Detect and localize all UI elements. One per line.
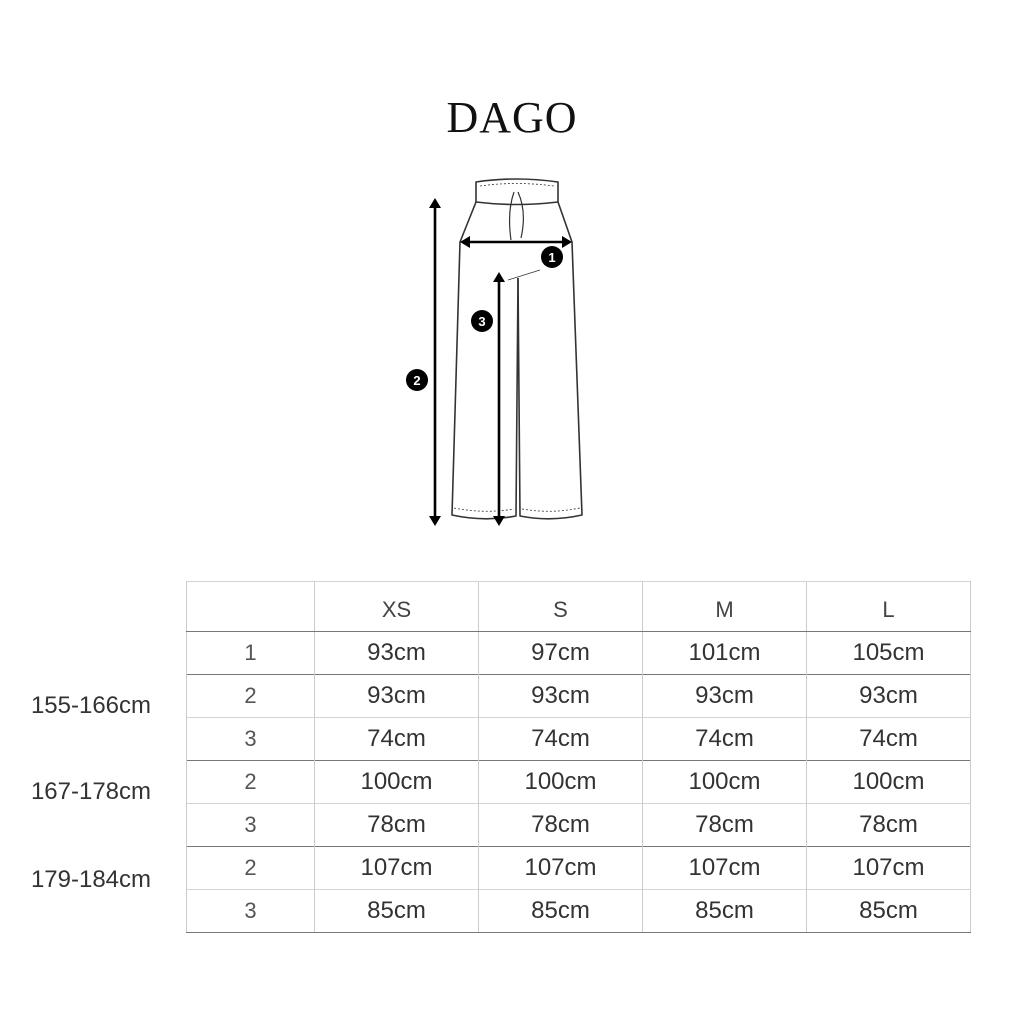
- pants-outline-icon: [451, 178, 583, 520]
- table-cell: 74cm: [314, 717, 479, 761]
- measure-number: 2: [186, 846, 315, 890]
- table-cell: 74cm: [478, 717, 643, 761]
- measure-number: 2: [186, 760, 315, 804]
- measure-number: 3: [186, 717, 315, 761]
- height-range-label: 167-178cm: [30, 778, 152, 805]
- marker-1: 1: [541, 246, 563, 268]
- measure-number: 1: [186, 631, 315, 675]
- svg-text:3: 3: [478, 314, 485, 329]
- size-chart: XS S M L 1 93cm 97cm 101cm 105cm 2 93cm …: [186, 581, 971, 933]
- marker-2: 2: [406, 369, 428, 391]
- table-row: 2 93cm 93cm 93cm 93cm: [186, 674, 971, 718]
- table-cell: 93cm: [642, 674, 807, 718]
- table-cell: 100cm: [314, 760, 479, 804]
- table-cell: 85cm: [642, 889, 807, 933]
- table-row: 2 107cm 107cm 107cm 107cm: [186, 846, 971, 890]
- measure-arrows: [429, 198, 572, 526]
- size-m: M: [642, 581, 807, 632]
- table-cell: 101cm: [642, 631, 807, 675]
- table-cell: 78cm: [478, 803, 643, 847]
- table-cell: 107cm: [478, 846, 643, 890]
- table-cell: 78cm: [806, 803, 971, 847]
- table-cell: 107cm: [314, 846, 479, 890]
- table-cell: 107cm: [806, 846, 971, 890]
- measure-number: 3: [186, 803, 315, 847]
- table-cell: 78cm: [314, 803, 479, 847]
- table-cell: 93cm: [314, 631, 479, 675]
- table-cell: 105cm: [806, 631, 971, 675]
- table-cell: 85cm: [806, 889, 971, 933]
- marker-3: 3: [471, 310, 493, 332]
- table-row: 3 78cm 78cm 78cm 78cm: [186, 803, 971, 847]
- pants-diagram: 1 2 3: [406, 178, 583, 526]
- table-cell: 100cm: [478, 760, 643, 804]
- table-cell: 93cm: [478, 674, 643, 718]
- table-cell: 93cm: [314, 674, 479, 718]
- height-range-label: 155-166cm: [30, 692, 152, 719]
- table-cell: 93cm: [806, 674, 971, 718]
- table-row: 2 100cm 100cm 100cm 100cm: [186, 760, 971, 804]
- table-cell: 97cm: [478, 631, 643, 675]
- table-cell: 78cm: [642, 803, 807, 847]
- table-row: 3 74cm 74cm 74cm 74cm: [186, 717, 971, 761]
- svg-text:2: 2: [413, 373, 420, 388]
- size-xs: XS: [314, 581, 479, 632]
- header-empty-cell: [186, 581, 315, 632]
- table-cell: 85cm: [314, 889, 479, 933]
- measure-number: 3: [186, 889, 315, 933]
- svg-text:1: 1: [548, 250, 555, 265]
- table-row: 3 85cm 85cm 85cm 85cm: [186, 889, 971, 933]
- table-cell: 100cm: [806, 760, 971, 804]
- size-s: S: [478, 581, 643, 632]
- page-title: DAGO: [446, 93, 578, 142]
- table-cell: 100cm: [642, 760, 807, 804]
- size-table: XS S M L 1 93cm 97cm 101cm 105cm 2 93cm …: [186, 581, 971, 933]
- table-cell: 85cm: [478, 889, 643, 933]
- table-cell: 107cm: [642, 846, 807, 890]
- size-l: L: [806, 581, 971, 632]
- table-row: 1 93cm 97cm 101cm 105cm: [186, 631, 971, 675]
- table-cell: 74cm: [806, 717, 971, 761]
- measure-number: 2: [186, 674, 315, 718]
- size-header-row: XS S M L: [186, 581, 971, 632]
- height-range-label: 179-184cm: [30, 866, 152, 893]
- table-cell: 74cm: [642, 717, 807, 761]
